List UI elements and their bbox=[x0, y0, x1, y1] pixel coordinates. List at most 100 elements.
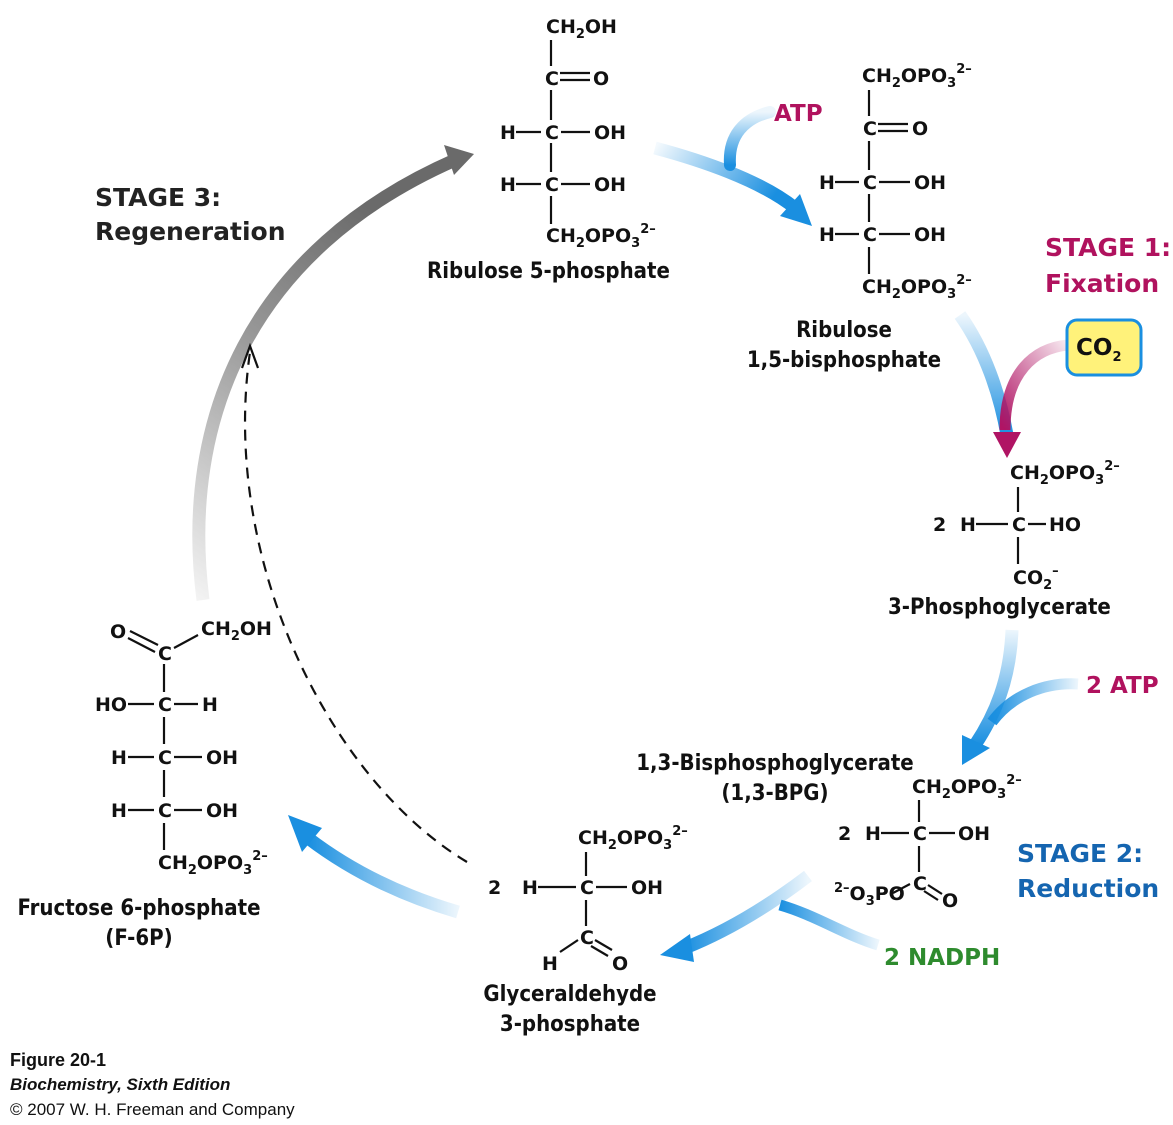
svg-text:O: O bbox=[612, 953, 628, 975]
1-3-bisphosphoglycerate-structure: CH2OPO32– 2 H C OH C 2–O3PO O bbox=[834, 773, 1022, 912]
svg-text:OH: OH bbox=[594, 174, 626, 196]
svg-text:H: H bbox=[111, 747, 127, 769]
pga-to-bpg-arrowhead bbox=[962, 735, 990, 765]
f6p-name-line1: Fructose 6-phosphate bbox=[17, 896, 260, 921]
svg-text:HO: HO bbox=[95, 694, 127, 716]
regeneration-arrow bbox=[192, 154, 458, 601]
svg-text:C: C bbox=[545, 122, 559, 144]
svg-text:O: O bbox=[593, 68, 609, 90]
regeneration-arrowhead bbox=[444, 145, 474, 175]
r5p-to-rubp-arrow bbox=[653, 141, 800, 214]
svg-text:OH: OH bbox=[206, 747, 238, 769]
svg-text:CO2–: CO2– bbox=[1013, 564, 1059, 593]
atp-label: ATP bbox=[774, 101, 823, 127]
svg-text:OH: OH bbox=[594, 122, 626, 144]
svg-text:2–O3PO: 2–O3PO bbox=[834, 881, 905, 909]
book-title: Biochemistry, Sixth Edition bbox=[10, 1075, 231, 1094]
3-phosphoglycerate-structure: CH2OPO32– 2 H C HO CO2– bbox=[933, 459, 1120, 593]
atp2-input-arrow bbox=[987, 678, 1079, 726]
rubp-to-pga-arrowhead bbox=[993, 432, 1021, 458]
svg-text:H: H bbox=[202, 694, 218, 716]
svg-text:H: H bbox=[522, 877, 538, 899]
svg-text:C: C bbox=[158, 800, 172, 822]
svg-text:C: C bbox=[863, 224, 877, 246]
glyceraldehyde-3-phosphate-structure: CH2OPO32– 2 H C OH C H O bbox=[488, 824, 688, 975]
bpg-name-line1: 1,3-Bisphosphoglycerate bbox=[636, 751, 913, 776]
gap-name-line2: 3-phosphate bbox=[500, 1012, 640, 1037]
ribulose-5-phosphate-name: Ribulose 5-phosphate bbox=[427, 259, 670, 284]
svg-text:H: H bbox=[500, 122, 516, 144]
svg-text:H: H bbox=[542, 953, 558, 975]
atp2-label: 2 ATP bbox=[1086, 673, 1159, 699]
atp-input-arrow bbox=[723, 106, 776, 171]
dashed-regeneration-arrow bbox=[243, 351, 468, 863]
svg-text:H: H bbox=[865, 823, 881, 845]
ribulose-1-5-bisphosphate-structure: CH2OPO32– C O H C OH H C OH CH2OPO32– bbox=[819, 62, 972, 302]
stage3-title: STAGE 3: bbox=[95, 183, 221, 212]
svg-text:OH: OH bbox=[206, 800, 238, 822]
svg-text:CH2OPO32–: CH2OPO32– bbox=[862, 62, 972, 91]
svg-text:CH2OPO32–: CH2OPO32– bbox=[158, 849, 268, 878]
svg-text:C: C bbox=[158, 643, 172, 665]
fructose-6-phosphate-structure: O C CH2OH HO C H H C OH H C OH CH2OPO32– bbox=[95, 618, 272, 878]
3-phosphoglycerate-name: 3-Phosphoglycerate bbox=[888, 595, 1111, 620]
svg-text:C: C bbox=[863, 172, 877, 194]
svg-text:CH2OPO32–: CH2OPO32– bbox=[1010, 459, 1120, 488]
bpg-name-line2: (1,3-BPG) bbox=[721, 781, 828, 806]
stage3-subtitle: Regeneration bbox=[95, 217, 286, 246]
rubp-to-pga-arrow bbox=[954, 311, 1014, 437]
stage2-title: STAGE 2: bbox=[1017, 839, 1143, 868]
rubp-name-line2: 1,5-bisphosphate bbox=[747, 348, 941, 373]
dashed-arrowhead bbox=[240, 342, 260, 369]
svg-text:2: 2 bbox=[488, 877, 501, 899]
svg-text:OH: OH bbox=[958, 823, 990, 845]
svg-text:CH2OPO32–: CH2OPO32– bbox=[862, 273, 972, 302]
co2-input-arrow bbox=[999, 339, 1069, 431]
gap-to-f6p-arrow bbox=[304, 832, 460, 919]
gap-name-line1: Glyceraldehyde bbox=[483, 982, 656, 1007]
svg-text:CH2OPO32–: CH2OPO32– bbox=[578, 824, 688, 853]
bpg-to-gap-arrow bbox=[682, 870, 812, 955]
svg-text:H: H bbox=[111, 800, 127, 822]
svg-text:H: H bbox=[819, 224, 835, 246]
svg-text:H: H bbox=[500, 174, 516, 196]
svg-text:C: C bbox=[545, 68, 559, 90]
svg-text:H: H bbox=[960, 514, 976, 536]
figure-number: Figure 20-1 bbox=[10, 1050, 107, 1070]
f6p-name-line2: (F-6P) bbox=[105, 926, 172, 951]
svg-text:C: C bbox=[580, 927, 594, 949]
gap-to-f6p-arrowhead bbox=[288, 815, 322, 852]
svg-text:H: H bbox=[819, 172, 835, 194]
svg-text:CH2OPO32–: CH2OPO32– bbox=[546, 222, 656, 251]
nadph-label: 2 NADPH bbox=[884, 945, 1000, 971]
svg-text:C: C bbox=[913, 823, 927, 845]
svg-text:O: O bbox=[912, 118, 928, 140]
svg-text:C: C bbox=[158, 747, 172, 769]
svg-text:OH: OH bbox=[631, 877, 663, 899]
svg-text:OH: OH bbox=[914, 172, 946, 194]
r5p-to-rubp-arrowhead bbox=[780, 194, 812, 226]
nadph-input-arrow bbox=[778, 899, 880, 951]
co2-box bbox=[1065, 318, 1143, 377]
svg-text:HO: HO bbox=[1049, 514, 1081, 536]
stage2-subtitle: Reduction bbox=[1017, 874, 1159, 903]
pga-to-bpg-arrow bbox=[969, 629, 1019, 749]
stage1-subtitle: Fixation bbox=[1045, 269, 1159, 298]
svg-text:O: O bbox=[942, 890, 958, 912]
co2-label: CO2 bbox=[1076, 335, 1121, 365]
svg-text:O: O bbox=[110, 621, 126, 643]
svg-text:2: 2 bbox=[838, 823, 851, 845]
svg-text:CH2OH: CH2OH bbox=[201, 618, 272, 644]
svg-text:C: C bbox=[863, 118, 877, 140]
svg-text:2: 2 bbox=[933, 514, 946, 536]
copyright: © 2007 W. H. Freeman and Company bbox=[10, 1100, 295, 1119]
ribulose-5-phosphate-structure: CH2OH C O H C OH H C OH CH2OPO32– bbox=[500, 16, 656, 251]
svg-text:C: C bbox=[545, 174, 559, 196]
svg-text:C: C bbox=[580, 877, 594, 899]
stage1-title: STAGE 1: bbox=[1045, 233, 1171, 262]
svg-text:C: C bbox=[1012, 514, 1026, 536]
svg-text:C: C bbox=[158, 694, 172, 716]
bpg-to-gap-arrowhead bbox=[660, 934, 694, 962]
